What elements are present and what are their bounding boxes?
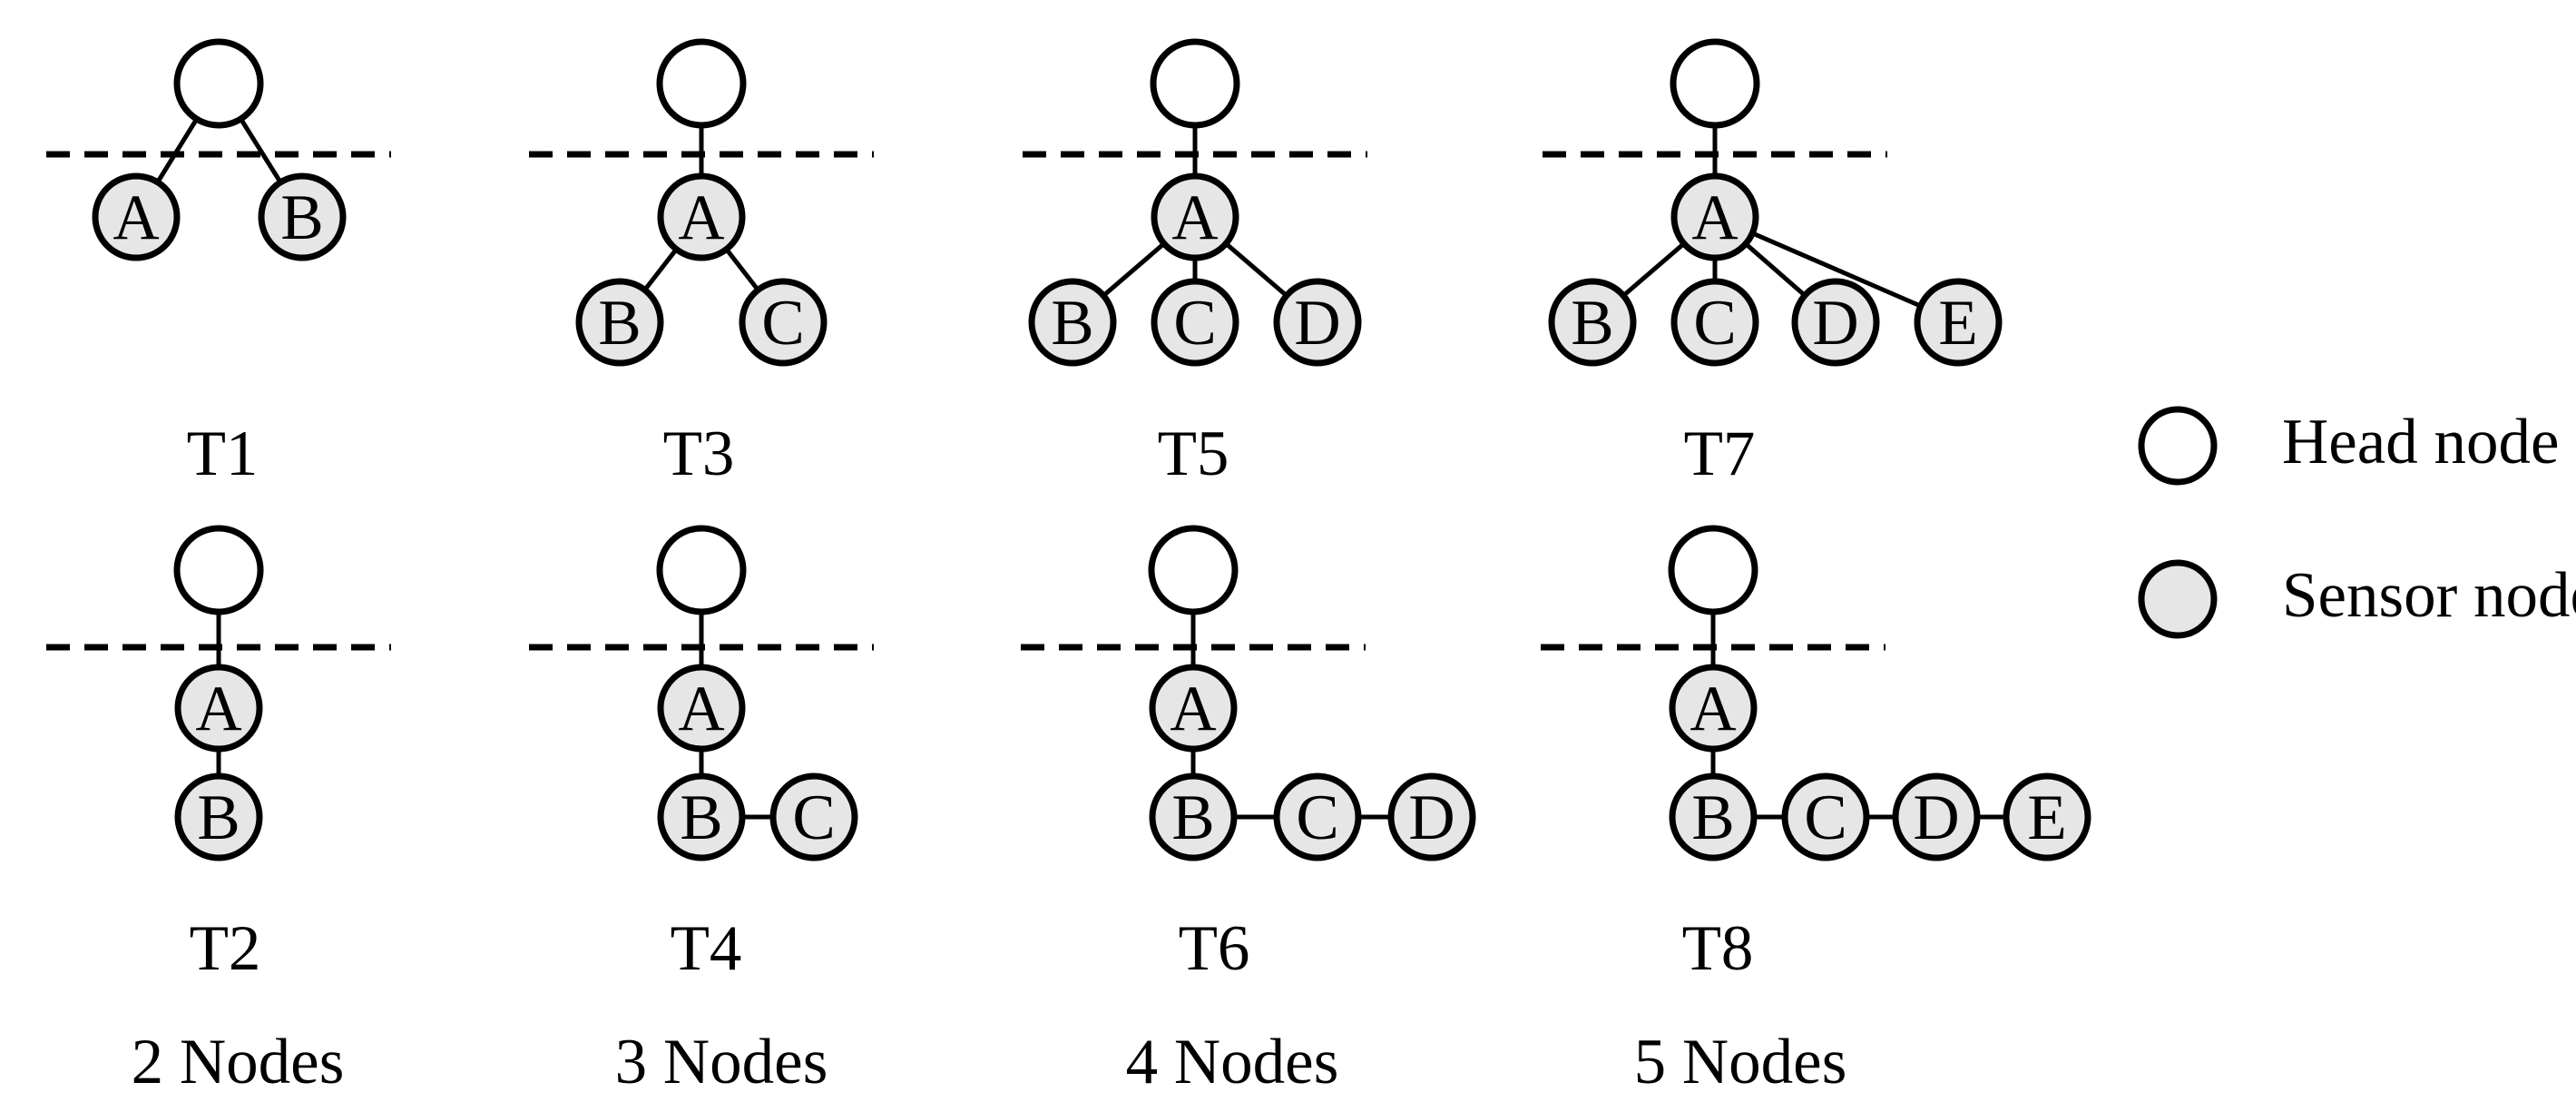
tree-label: T3 bbox=[663, 418, 735, 489]
sensor-node-letter: B bbox=[598, 288, 641, 359]
node-count-label: 5 Nodes bbox=[1634, 1027, 1847, 1097]
sensor-node-letter: A bbox=[1691, 182, 1738, 253]
head-node-circle bbox=[173, 525, 264, 615]
sensor-node-letter: A bbox=[1170, 674, 1216, 744]
sensor-node-letter: B bbox=[197, 782, 240, 853]
sensor-node-circle-B bbox=[1669, 772, 1758, 861]
sensor-node-letter: B bbox=[680, 782, 722, 853]
tree-label: T8 bbox=[1682, 913, 1754, 984]
tree-T5: A B C D T5 bbox=[1023, 38, 1367, 489]
legend-sensor-node-circle bbox=[2138, 559, 2218, 639]
head-node-circle bbox=[1668, 525, 1758, 615]
sensor-node-circle-A bbox=[1149, 664, 1238, 753]
tree-T3: AB C T3 bbox=[529, 38, 874, 489]
sensor-node-letter: A bbox=[1171, 182, 1218, 253]
sensor-node-letter: D bbox=[1408, 782, 1455, 853]
sensor-node-letter: B bbox=[1171, 782, 1214, 853]
legend-label: Head node bbox=[2282, 407, 2560, 477]
sensor-node-circle-B bbox=[1149, 772, 1238, 861]
sensor-node-circle-A bbox=[657, 664, 746, 753]
sensor-node-letter: B bbox=[1691, 782, 1734, 853]
sensor-node-circle-B bbox=[174, 772, 263, 861]
sensor-node-circle-C bbox=[769, 772, 858, 861]
sensor-node-letter: B bbox=[1051, 288, 1093, 359]
sensor-node-circle-B bbox=[1028, 278, 1117, 367]
sensor-node-circle-C bbox=[739, 278, 828, 367]
tree-T2: AB T2 2 Nodes bbox=[46, 525, 391, 1097]
node-count-label: 3 Nodes bbox=[615, 1027, 828, 1097]
sensor-node-circle-D bbox=[1273, 278, 1362, 367]
sensor-node-letter: A bbox=[678, 674, 724, 744]
sensor-node-letter: D bbox=[1913, 782, 1959, 853]
sensor-node-letter: C bbox=[761, 288, 804, 359]
sensor-node-circle-E bbox=[2003, 772, 2091, 861]
sensor-node-circle-B bbox=[575, 278, 664, 367]
sensor-node-circle-A bbox=[1670, 172, 1759, 261]
sensor-node-circle-C bbox=[1670, 278, 1759, 367]
head-node-circle bbox=[656, 525, 747, 615]
sensor-node-letter: A bbox=[195, 674, 241, 744]
sensor-node-circle-A bbox=[657, 172, 746, 261]
legend-head-node-circle bbox=[2138, 406, 2218, 486]
sensor-node-circle-A bbox=[92, 172, 181, 261]
sensor-node-letter: C bbox=[1173, 288, 1216, 359]
sensor-node-circle-D bbox=[1791, 278, 1880, 367]
sensor-node-circle-B bbox=[657, 772, 746, 861]
sensor-node-circle-C bbox=[1273, 772, 1362, 861]
sensor-node-circle-E bbox=[1914, 278, 2003, 367]
tree-label: T4 bbox=[671, 913, 742, 984]
node-count-label: 4 Nodes bbox=[1126, 1027, 1339, 1097]
sensor-node-letter: C bbox=[792, 782, 835, 853]
sensor-node-circle-D bbox=[1387, 772, 1476, 861]
tree-label: T7 bbox=[1684, 418, 1756, 489]
edge-A-E bbox=[1714, 214, 1959, 325]
tree-label: T1 bbox=[187, 418, 259, 489]
sensor-node-letter: C bbox=[1296, 782, 1338, 853]
sensor-node-circle-A bbox=[1669, 664, 1758, 753]
legend-label: Sensor node bbox=[2282, 560, 2576, 631]
node-count-label: 2 Nodes bbox=[132, 1027, 345, 1097]
sensor-node-letter: B bbox=[280, 182, 323, 253]
sensor-node-letter: D bbox=[1294, 288, 1340, 359]
sensor-node-circle-A bbox=[174, 664, 263, 753]
head-node-circle bbox=[656, 38, 747, 129]
sensor-node-letter: C bbox=[1693, 288, 1736, 359]
tree-label: T2 bbox=[190, 913, 261, 984]
sensor-node-letter: E bbox=[1938, 288, 1977, 359]
sensor-node-circle-D bbox=[1892, 772, 1981, 861]
sensor-node-letter: C bbox=[1804, 782, 1846, 853]
sensor-node-letter: A bbox=[678, 182, 724, 253]
sensor-node-letter: D bbox=[1812, 288, 1858, 359]
sensor-node-letter: A bbox=[1690, 674, 1736, 744]
sensor-node-letter: B bbox=[1571, 288, 1613, 359]
tree-label: T5 bbox=[1158, 418, 1229, 489]
head-node-circle bbox=[1670, 38, 1760, 129]
sensor-node-circle-B bbox=[1548, 278, 1637, 367]
sensor-node-letter: E bbox=[2027, 782, 2066, 853]
head-node-circle bbox=[1148, 525, 1239, 615]
sensor-node-circle-C bbox=[1781, 772, 1870, 861]
sensor-node-letter: A bbox=[113, 182, 159, 253]
sensor-node-circle-C bbox=[1151, 278, 1239, 367]
tree-T7: A B C D E T7 bbox=[1543, 38, 2003, 489]
sensor-node-circle-A bbox=[1151, 172, 1239, 261]
tree-T1: A B T1 bbox=[46, 38, 391, 489]
tree-label: T6 bbox=[1179, 913, 1250, 984]
sensor-node-circle-B bbox=[258, 172, 347, 261]
head-node-circle bbox=[173, 38, 264, 129]
head-node-circle bbox=[1150, 38, 1240, 129]
